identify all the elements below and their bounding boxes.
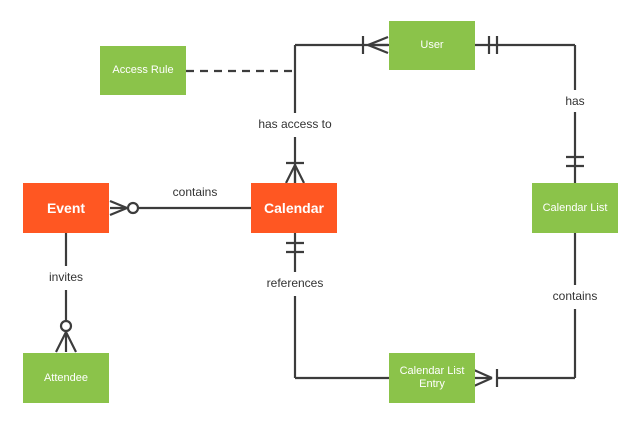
connector-calendar-references-entry [286,233,389,380]
entity-calendar-list-entry[interactable]: Calendar List Entry [389,353,475,403]
relationship-label-invites: invites [48,270,84,284]
zero-circle-event-side [126,201,140,215]
entity-attendee-label: Attendee [43,371,89,384]
entity-user[interactable]: User [389,21,475,70]
crowfoot-calendar-top [285,164,305,184]
connector-contains-event-calendar [109,199,251,217]
connector-invites [55,233,77,353]
entity-event-label: Event [46,199,86,216]
entity-access-rule-label: Access Rule [112,64,174,77]
entity-user-label: User [420,39,444,52]
relationship-label-has-access-to: has access to [258,117,332,131]
crowfoot-user-side [367,35,389,55]
entity-calendar-list-entry-label: Calendar List Entry [399,365,465,390]
entity-attendee[interactable]: Attendee [23,353,109,403]
relationship-label-contains-event-calendar: contains [172,185,218,199]
relationship-label-calendar-references-entry: references [266,276,324,290]
entity-access-rule[interactable]: Access Rule [100,46,186,95]
entity-calendar[interactable]: Calendar [251,183,337,233]
entity-calendar-label: Calendar [264,199,324,216]
relationship-label-user-has-calendar-list: has [565,94,585,108]
crowfoot-event-side [109,199,128,217]
entity-event[interactable]: Event [23,183,109,233]
crowfoot-attendee-side [55,331,77,353]
entity-calendar-list[interactable]: Calendar List [532,183,618,233]
crowfoot-entry-right [473,368,493,388]
zero-circle-attendee-side [59,319,73,333]
relationship-label-list-contains-entry: contains [552,289,598,303]
connector-list-contains-entry [473,233,577,388]
entity-calendar-list-label: Calendar List [542,201,608,214]
connector-user-has-calendar-list [475,36,584,183]
connector-has-access-to [285,35,389,184]
